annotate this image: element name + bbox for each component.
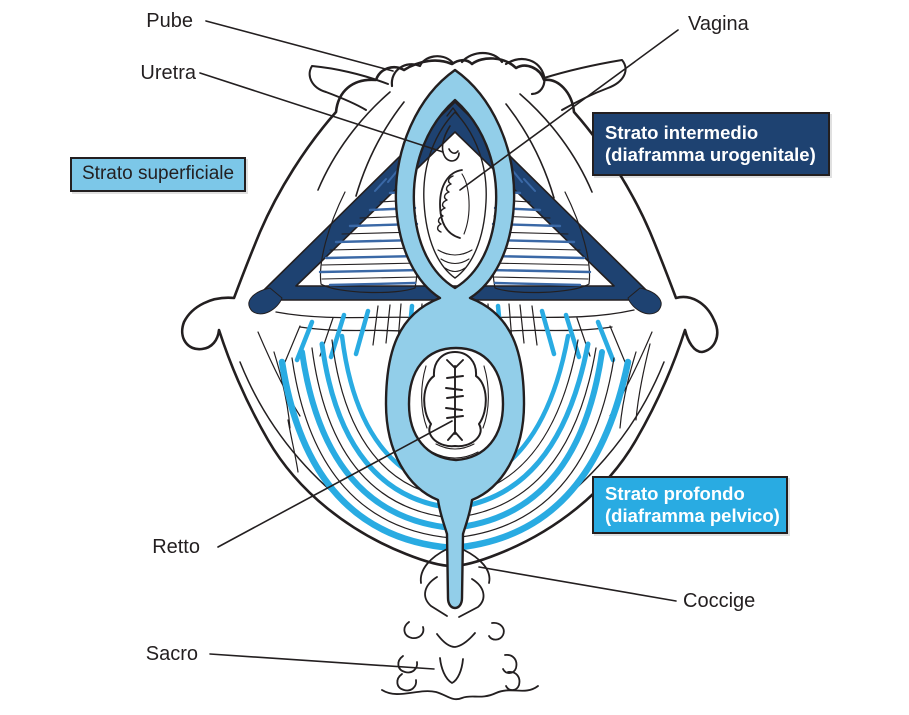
leader-coccige bbox=[478, 566, 677, 602]
legend-strato-superficiale: Strato superficiale bbox=[70, 157, 247, 192]
legend-strato-intermedio: Strato intermedio (diaframma urogenitale… bbox=[592, 112, 830, 177]
legend-intermedio-line2: (diaframma urogenitale) bbox=[605, 144, 816, 166]
label-sacro: Sacro bbox=[145, 643, 198, 665]
label-coccige: Coccige bbox=[683, 590, 756, 612]
label-vagina: Vagina bbox=[688, 13, 749, 35]
legend-profondo-line1: Strato profondo bbox=[605, 483, 745, 504]
sphincter-figure-eight-band bbox=[384, 68, 526, 610]
leader-sacro bbox=[209, 653, 435, 670]
legend-superficiale-text: Strato superficiale bbox=[82, 163, 235, 184]
leader-vagina bbox=[459, 29, 679, 191]
urethra-vagina-detail bbox=[423, 107, 487, 279]
legend-intermedio-line1: Strato intermedio bbox=[605, 122, 759, 143]
leader-lines bbox=[199, 20, 679, 670]
rectum-detail bbox=[421, 351, 489, 459]
label-uretra: Uretra bbox=[140, 62, 196, 84]
label-pube: Pube bbox=[146, 10, 193, 32]
label-retto: Retto bbox=[152, 536, 200, 558]
legend-profondo-line2: (diaframma pelvico) bbox=[605, 505, 780, 527]
legend-strato-profondo: Strato profondo (diaframma pelvico) bbox=[592, 476, 788, 535]
leader-pube bbox=[205, 20, 394, 72]
leader-retto bbox=[217, 420, 453, 548]
leader-uretra bbox=[199, 72, 444, 153]
